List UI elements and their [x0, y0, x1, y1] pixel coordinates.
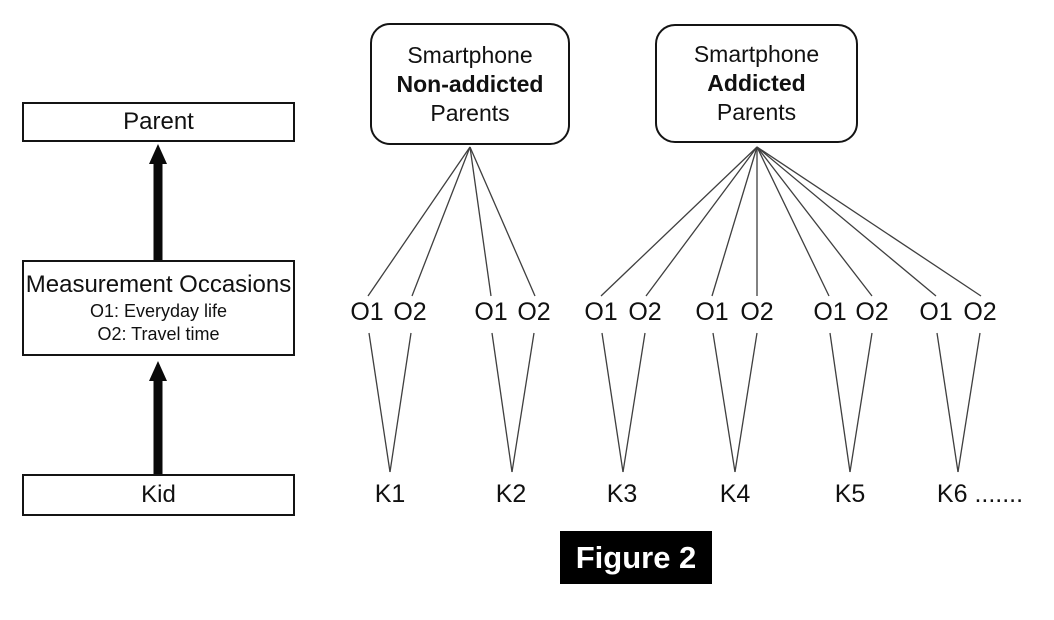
group-line-2: Non-addicted	[396, 70, 544, 97]
occasion-label: O2	[517, 298, 551, 326]
kid-to-measurement-arrow	[149, 361, 167, 474]
kid-label: K2	[495, 480, 527, 508]
occasion-label: O1	[695, 298, 729, 326]
smartphone-addicted-parents-box: Smartphone Addicted Parents	[655, 24, 858, 143]
measurement-occasions-box: Measurement Occasions O1: Everyday life …	[22, 260, 295, 356]
occasion-label: O2	[855, 298, 889, 326]
occasion-2-description: O2: Travel time	[97, 324, 220, 344]
kid-label: K1	[374, 480, 406, 508]
kid-label: K6 .......	[936, 480, 1024, 508]
figure-caption-text: Figure 2	[575, 539, 697, 575]
non-addicted-fan-lines	[367, 146, 536, 297]
parent-box-label: Parent	[123, 108, 194, 135]
occasion-to-kid-lines	[368, 332, 981, 473]
group-line-1: Smartphone	[693, 41, 820, 67]
parent-box: Parent	[22, 102, 295, 142]
occasion-label: O1	[584, 298, 618, 326]
figure-caption: Figure 2	[560, 531, 712, 584]
group-line-2: Addicted	[707, 70, 806, 96]
kid-box-label: Kid	[141, 481, 176, 508]
kid-box: Kid	[22, 474, 295, 516]
occasion-label: O2	[740, 298, 774, 326]
kid-label: K3	[606, 480, 638, 508]
occasion-label: O1	[474, 298, 508, 326]
occasion-label: O1	[350, 298, 384, 326]
occasion-label: O1	[813, 298, 847, 326]
group-line-3: Parents	[430, 99, 510, 126]
kid-label: K5	[834, 480, 866, 508]
addicted-fan-lines	[600, 146, 982, 297]
smartphone-non-addicted-parents-box: Smartphone Non-addicted Parents	[370, 23, 570, 145]
measurement-occasions-title: Measurement Occasions	[25, 271, 292, 298]
occasion-label: O2	[628, 298, 662, 326]
occasion-label: O2	[963, 298, 997, 326]
kid-label: K4	[719, 480, 751, 508]
measurement-to-parent-arrow	[149, 144, 167, 260]
group-line-1: Smartphone	[407, 41, 533, 68]
occasion-label: O2	[393, 298, 427, 326]
occasion-label: O1	[919, 298, 953, 326]
group-line-3: Parents	[716, 99, 797, 125]
occasion-1-description: O1: Everyday life	[89, 301, 228, 321]
